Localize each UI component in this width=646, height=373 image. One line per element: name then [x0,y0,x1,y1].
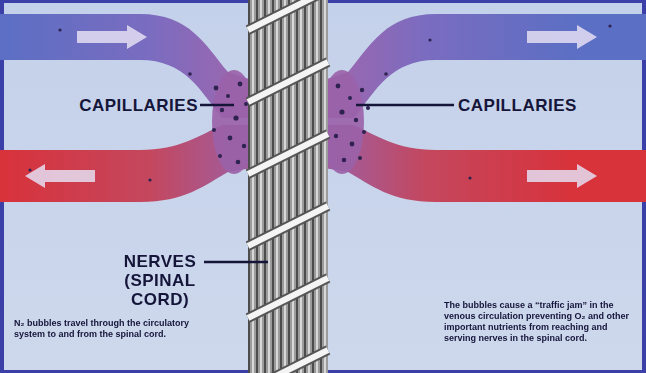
spinal-cord [248,0,328,373]
venous-vessel [324,14,646,118]
right-vessels [320,14,646,202]
flow-arrow [527,164,597,188]
note-text: N₂ bubbles travel through the circulator… [14,318,214,340]
leader-line [204,261,268,264]
part-label: CAPILLARIES [458,96,644,115]
left-vessels [0,14,256,202]
part-label: CAPILLARIES [12,96,198,115]
nerve-bundle [248,0,328,373]
cord-wrap-shadow [248,0,328,373]
leader-line [200,104,234,107]
part-label: NERVES (SPINAL CORD) [118,252,202,309]
arterial-vessel [324,125,646,202]
flow-arrow [527,25,597,49]
note-text: The bubbles cause a “traffic jam” in the… [444,300,640,344]
leader-lines [200,105,454,262]
flow-arrow [77,25,147,49]
flow-arrow [25,164,95,188]
cord-wrap [248,0,328,373]
leader-line [356,104,454,107]
